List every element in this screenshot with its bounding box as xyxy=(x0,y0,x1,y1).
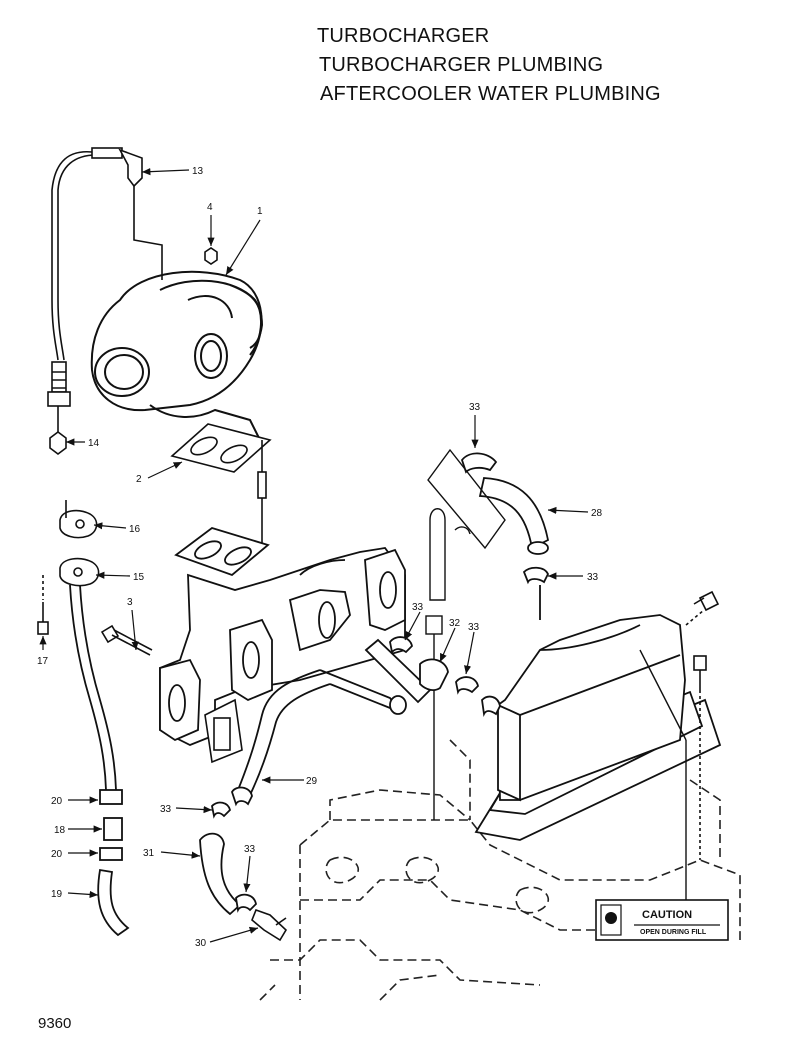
callout-33-right: 33 xyxy=(587,572,599,583)
callout-20-bottom: 20 xyxy=(51,849,63,860)
callout-19: 19 xyxy=(51,889,63,900)
callout-30: 30 xyxy=(195,938,207,949)
caution-decal: CAUTION OPEN DURING FILL xyxy=(595,899,729,941)
hose-28 xyxy=(460,452,550,620)
turbocharger xyxy=(90,270,264,441)
callout-16: 16 xyxy=(129,524,141,535)
aftercooler xyxy=(474,614,722,841)
oil-supply-line xyxy=(47,147,163,407)
decal-subtext: OPEN DURING FILL xyxy=(640,929,707,936)
callout-15: 15 xyxy=(133,572,145,583)
callout-leaders xyxy=(39,168,589,943)
callout-13: 13 xyxy=(192,166,204,177)
oil-return-tube xyxy=(69,584,130,937)
flange-16 xyxy=(59,500,98,539)
gasket-2 xyxy=(170,423,272,545)
callout-33-mid-right: 33 xyxy=(468,622,480,633)
title-block: TURBOCHARGER TURBOCHARGER PLUMBING AFTER… xyxy=(317,22,757,109)
bolt-3 xyxy=(100,624,153,656)
title-line-3: AFTERCOOLER WATER PLUMBING xyxy=(320,83,661,105)
callout-33-mid-left: 33 xyxy=(412,602,424,613)
callout-17: 17 xyxy=(37,656,49,667)
hose-31 xyxy=(199,801,257,916)
callout-labels: 13 4 1 14 2 16 15 3 17 33 28 33 33 32 33… xyxy=(37,166,603,949)
callout-31: 31 xyxy=(143,848,155,859)
flange-15 xyxy=(59,557,100,587)
figure-number: 9360 xyxy=(38,1015,72,1032)
port-gasket xyxy=(204,698,243,764)
fitting-14 xyxy=(49,406,67,455)
hose-guide-outline xyxy=(425,448,506,820)
callout-1: 1 xyxy=(257,206,263,217)
hose-29 xyxy=(231,669,407,807)
title-line-2: TURBOCHARGER PLUMBING xyxy=(319,54,604,76)
callout-14: 14 xyxy=(88,438,100,449)
decal-heading: CAUTION xyxy=(642,909,692,921)
engine-block-phantom xyxy=(259,739,741,1001)
title-line-1: TURBOCHARGER xyxy=(317,25,490,47)
callout-20-top: 20 xyxy=(51,796,63,807)
callout-3: 3 xyxy=(127,597,133,608)
cap-icon xyxy=(605,912,617,924)
bolt-17 xyxy=(37,575,49,635)
nut-4 xyxy=(204,247,218,265)
callout-18: 18 xyxy=(54,825,66,836)
callout-2: 2 xyxy=(136,474,142,485)
hose-32 xyxy=(364,636,479,704)
callout-4: 4 xyxy=(207,202,213,213)
fitting-30 xyxy=(251,908,288,942)
callout-32: 32 xyxy=(449,618,461,629)
decal-leader xyxy=(639,649,687,900)
exhaust-manifold xyxy=(159,527,406,746)
screw-aftercooler xyxy=(693,655,707,860)
callout-33-top: 33 xyxy=(469,402,481,413)
callout-33-bottom: 33 xyxy=(244,844,256,855)
callout-29: 29 xyxy=(306,776,318,787)
callout-33-lower: 33 xyxy=(160,804,172,815)
vent-fitting xyxy=(685,590,720,626)
callout-28: 28 xyxy=(591,508,603,519)
